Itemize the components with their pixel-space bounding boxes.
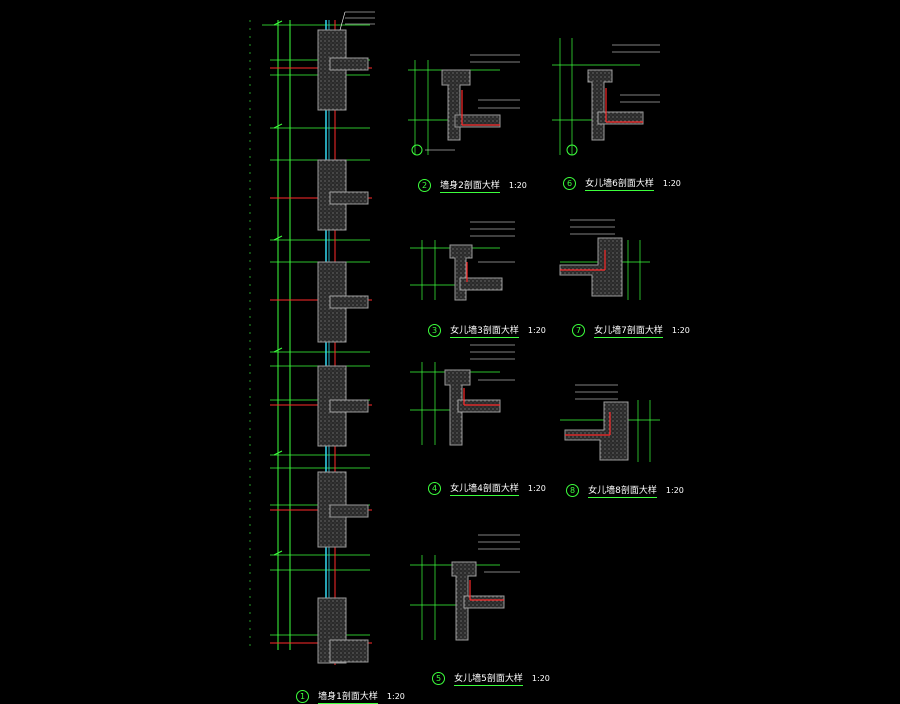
detail-scale-1: 1:20 [386, 692, 405, 701]
detail-5-section [410, 534, 520, 641]
detail-7-section [559, 219, 650, 300]
detail-2-section [408, 54, 520, 156]
detail-number-2: 2 [418, 179, 431, 192]
detail-title-8: 8 女儿墙8剖面大样 1:20 [566, 478, 684, 498]
detail-number-3: 3 [428, 324, 441, 337]
detail-8-section [560, 384, 660, 462]
detail-title-6: 6 女儿墙6剖面大样 1:20 [563, 171, 681, 191]
detail-1-wall-section [249, 11, 375, 665]
detail-scale-4: 1:20 [527, 484, 546, 493]
detail-title-4: 4 女儿墙4剖面大样 1:20 [428, 476, 546, 496]
detail-title-text-4: 女儿墙4剖面大样 [450, 484, 519, 496]
detail-scale-5: 1:20 [531, 674, 550, 683]
detail-title-1: 1 墙身1剖面大样 1:20 [296, 684, 405, 704]
detail-title-text-3: 女儿墙3剖面大样 [450, 326, 519, 338]
detail-scale-2: 1:20 [508, 181, 527, 190]
detail-title-text-6: 女儿墙6剖面大样 [585, 179, 654, 191]
detail-number-4: 4 [428, 482, 441, 495]
detail-scale-7: 1:20 [671, 326, 690, 335]
detail-number-1: 1 [296, 690, 309, 703]
detail-title-text-5: 女儿墙5剖面大样 [454, 674, 523, 686]
detail-6-section [552, 38, 660, 156]
detail-scale-8: 1:20 [665, 486, 684, 495]
detail-3-section [410, 221, 515, 301]
detail-number-7: 7 [572, 324, 585, 337]
detail-title-3: 3 女儿墙3剖面大样 1:20 [428, 318, 546, 338]
detail-number-5: 5 [432, 672, 445, 685]
detail-number-6: 6 [563, 177, 576, 190]
detail-title-2: 2 墙身2剖面大样 1:20 [418, 173, 527, 193]
detail-title-text-2: 墙身2剖面大样 [440, 181, 500, 193]
detail-scale-3: 1:20 [527, 326, 546, 335]
detail-scale-6: 1:20 [662, 179, 681, 188]
detail-title-5: 5 女儿墙5剖面大样 1:20 [432, 666, 550, 686]
detail-number-8: 8 [566, 484, 579, 497]
detail-4-section [410, 344, 515, 446]
detail-title-7: 7 女儿墙7剖面大样 1:20 [572, 318, 690, 338]
detail-title-text-1: 墙身1剖面大样 [318, 692, 378, 704]
detail-title-text-8: 女儿墙8剖面大样 [588, 486, 657, 498]
detail-title-text-7: 女儿墙7剖面大样 [594, 326, 663, 338]
